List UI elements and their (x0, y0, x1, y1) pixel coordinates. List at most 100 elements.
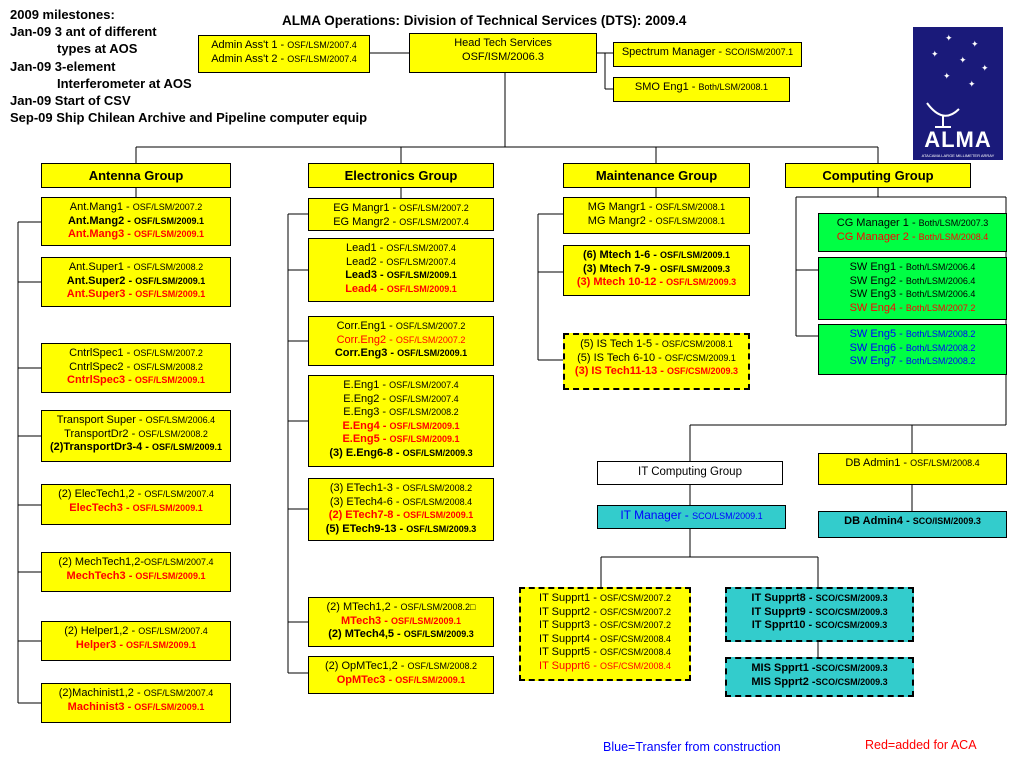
position-title: CntrlSpec2 - (69, 360, 134, 373)
position-code: Both/LSM/2008.4 (918, 231, 989, 242)
position-title: Head Tech Services (454, 37, 552, 49)
antenna-group-header: Antenna Group (41, 163, 231, 188)
milestone-item: Sep-09 Ship Chilean Archive and Pipeline… (10, 110, 368, 126)
position-line: (2) MTech1,2 - OSF/LSM/2008.2□ (309, 601, 493, 615)
position-line: Lead4 - OSF/LSM/2009.1 (309, 283, 493, 297)
legend-transfer: Blue=Transfer from construction (603, 740, 781, 754)
it-manager-box: IT Manager - SCO/LSM/2009.1 (597, 505, 786, 529)
position-code: OSF/LSM/2009.1 (389, 434, 460, 445)
position-line: MIS Spprt2 -SCO/CSM/2009.3 (727, 676, 912, 690)
position-title: (5) IS Tech 1-5 - (580, 338, 662, 350)
milestone-item: Jan-09 Start of CSV (10, 93, 131, 109)
position-line: OpMTec3 - OSF/LSM/2009.1 (309, 674, 493, 688)
position-line: TransportDr2 - OSF/LSM/2008.2 (42, 428, 230, 442)
position-code: Both/LSM/2008.1 (698, 82, 769, 92)
position-line: SW Eng1 - Both/LSM/2006.4 (819, 261, 1006, 275)
alma-logo: ✦ ✦ ✦ ✦ ✦ ✦ ✦ ALMA ATACAMA LARGE MILLIME… (913, 27, 1003, 160)
position-code: SCO/ISM/2009.3 (912, 516, 981, 526)
position-title: (3) ETech1-3 - (329, 482, 403, 494)
position-line: CntrlSpec3 - OSF/LSM/2009.1 (42, 374, 230, 388)
milestones: 2009 milestones: Jan-09 3 ant of differe… (10, 6, 367, 126)
position-title: Helper3 - (75, 638, 127, 651)
position-code: OSF/LSM/2007.4 (144, 489, 214, 499)
milestone-item: Jan-09 3 ant of different (10, 24, 157, 40)
position-title: IT Supprt1 - (539, 592, 600, 604)
position-code: Both/LSM/2007.3 (918, 218, 989, 228)
position-code: SCO/LSM/2009.1 (692, 511, 763, 521)
position-code: SCO/ISM/2007.1 (725, 47, 794, 57)
position-line: Corr.Eng1 - OSF/LSM/2007.2 (309, 320, 493, 334)
position-code: OSF/LSM/2009.1 (134, 701, 205, 712)
position-title: (2)TransportDr3-4 - (49, 441, 153, 454)
position-code: SCO/CSM/2009.3 (815, 593, 888, 603)
position-title: Ant.Super1 - (68, 261, 134, 273)
position-title: MTech3 - (341, 614, 391, 627)
mtech-maintenance-box: (6) Mtech 1-6 - OSF/LSM/2009.1(3) Mtech … (563, 245, 750, 296)
position-line: SW Eng6 - Both/LSM/2008.2 (819, 342, 1006, 356)
position-code: OSF/CSM/2008.1 (661, 339, 733, 349)
position-line: SW Eng5 - Both/LSM/2008.2 (819, 328, 1006, 342)
position-code: OSF/LSM/2009.1 (397, 348, 468, 359)
position-title: MIS Spprt2 - (751, 675, 816, 688)
it-computing-group-header: IT Computing Group (597, 461, 783, 485)
position-line: DB Admin4 - SCO/ISM/2009.3 (819, 515, 1006, 529)
position-title: (5) IS Tech 6-10 - (577, 351, 665, 364)
db-admin4-box: DB Admin4 - SCO/ISM/2009.3 (818, 511, 1007, 538)
antenna-dish-icon (926, 102, 960, 128)
milestone-item: Interferometer at AOS (57, 75, 192, 91)
position-code: OSF/LSM/2007.2 (395, 321, 466, 331)
logo-subtitle: ATACAMA LARGE MILLIMETER ARRAY (921, 153, 995, 158)
position-line: DB Admin1 - OSF/LSM/2008.4 (819, 457, 1006, 471)
position-line: CG Manager 2 - Both/LSM/2008.4 (819, 231, 1006, 245)
position-title: (2) OpMTec1,2 - (324, 660, 408, 672)
position-line: (2)TransportDr3-4 - OSF/LSM/2009.1 (42, 441, 230, 455)
position-line: IT Supprt3 - OSF/CSM/2007.2 (521, 619, 689, 633)
position-code: OSF/LSM/2009.1 (395, 674, 466, 685)
position-line: OSF/ISM/2006.3 (410, 51, 596, 65)
position-title: E.Eng3 - (343, 406, 390, 419)
position-title: SW Eng5 - (849, 328, 906, 340)
logo-wordmark: ALMA (924, 127, 992, 152)
position-code: SCO/CSM/2009.3 (815, 663, 888, 673)
position-line: (3) Mtech 7-9 - OSF/LSM/2009.3 (564, 263, 749, 277)
position-title: Lead4 - (345, 282, 387, 295)
position-code: OSF/LSM/2009.1 (135, 570, 206, 581)
position-title: (2) MTech4,5 - (328, 628, 404, 641)
position-title: EG Mangr1 - (333, 202, 400, 214)
position-code: OSF/LSM/2008.4 (402, 496, 473, 507)
position-title: MIS Spprt1 - (751, 662, 816, 674)
position-code: OSF/LSM/2008.2 (389, 407, 459, 418)
position-title: Lead1 - (346, 242, 387, 254)
position-line: E.Eng3 - OSF/LSM/2008.2 (309, 406, 493, 420)
position-code: OSF/LSM/2009.1 (135, 275, 206, 286)
position-code: OSF/LSM/2009.1 (132, 502, 203, 513)
position-code: OSF/CSM/2009.1 (664, 352, 736, 363)
position-title: IT Supprt3 - (539, 619, 600, 632)
position-title: SMO Eng1 - (634, 81, 699, 93)
position-title: Lead3 - (345, 269, 387, 282)
position-title: SW Eng3 - (849, 288, 906, 301)
position-code: OSF/LSM/2007.4 (144, 557, 214, 567)
position-line: E.Eng1 - OSF/LSM/2007.4 (309, 379, 493, 393)
position-code: OSF/LSM/2007.2 (399, 203, 469, 213)
position-title: (2) MTech1,2 - (326, 601, 401, 613)
position-code: OSF/LSM/2008.2 (407, 661, 478, 671)
position-title: CG Manager 2 - (836, 230, 919, 243)
position-code: OSF/CSM/2008.4 (599, 647, 671, 658)
position-line: Lead2 - OSF/LSM/2007.4 (309, 256, 493, 270)
position-line: IT Manager - SCO/LSM/2009.1 (598, 508, 785, 524)
position-code: Both/LSM/2008.2 (905, 342, 976, 353)
position-line: Transport Super - OSF/LSM/2006.4 (42, 414, 230, 428)
position-line: MG Mangr2 - OSF/LSM/2008.1 (564, 215, 749, 229)
position-code: OSF/LSM/2007.4 (138, 626, 208, 636)
position-line: IT Supprt6 - OSF/CSM/2008.4 (521, 660, 689, 674)
position-title: IT Supprt2 - (539, 605, 600, 618)
position-title: E.Eng2 - (343, 392, 390, 405)
position-title: IT Manager - (620, 508, 693, 522)
